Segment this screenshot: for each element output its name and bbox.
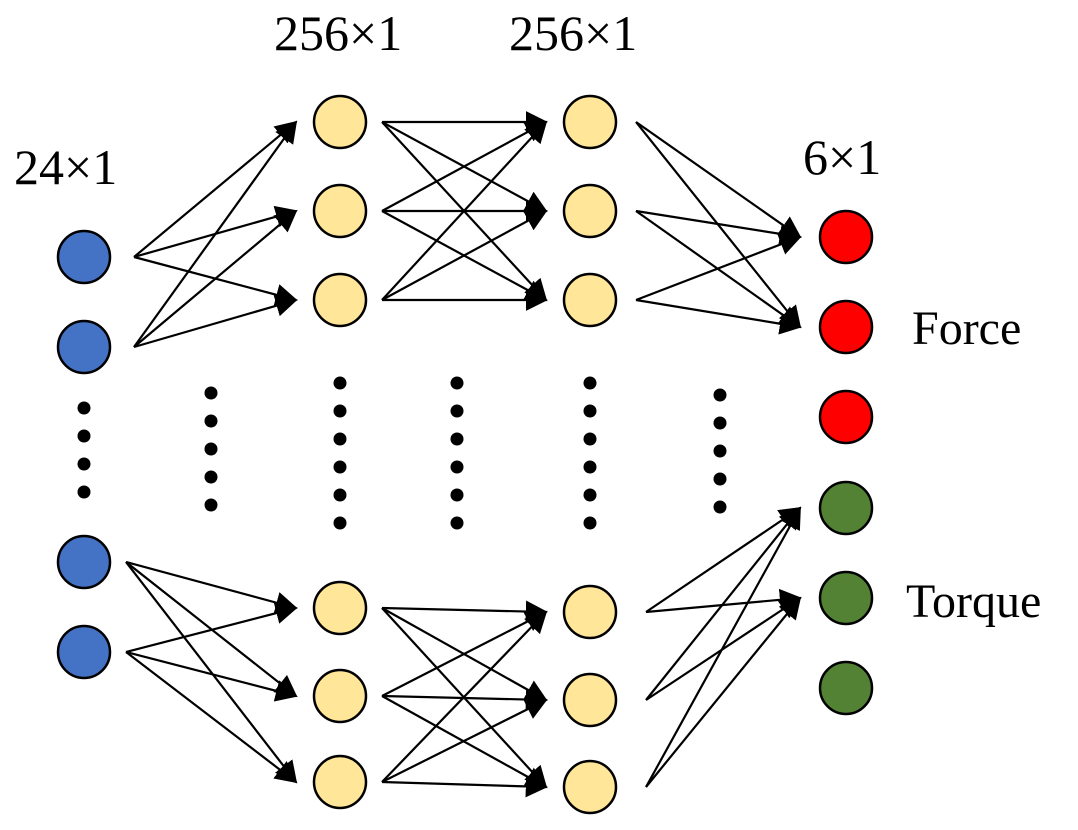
edge-input-hidden1 xyxy=(133,120,298,348)
edge-input-hidden1 xyxy=(125,560,298,614)
edge-hidden1-hidden2 xyxy=(381,120,548,301)
output-torque-node xyxy=(818,480,874,536)
ellipsis-dot xyxy=(333,376,347,390)
ellipsis-dot xyxy=(450,376,464,390)
hidden1-layer-size-label: 256×1 xyxy=(274,5,403,61)
edge-hidden2-output xyxy=(635,209,802,245)
input-node xyxy=(56,229,112,285)
edge-hidden2-output xyxy=(645,506,802,701)
ellipsis-dot xyxy=(204,442,218,456)
ellipsis-dot xyxy=(77,485,91,499)
force-group-label: Force xyxy=(912,302,1022,355)
edge-input-hidden1 xyxy=(133,209,298,348)
output-force-node xyxy=(818,299,874,355)
ellipsis-dots xyxy=(77,376,727,530)
input-node xyxy=(56,624,112,680)
edge-hidden1-hidden2 xyxy=(381,210,548,301)
input-layer-size-label: 24×1 xyxy=(14,139,118,195)
hidden1-node xyxy=(312,183,368,239)
edge-input-hidden1 xyxy=(125,650,298,702)
ellipsis-dot xyxy=(333,404,347,418)
ellipsis-dot xyxy=(77,457,91,471)
edge-input-hidden1 xyxy=(125,602,298,654)
ellipsis-dot xyxy=(583,432,597,446)
hidden1-node xyxy=(312,272,368,328)
edge-input-hidden1 xyxy=(133,120,298,258)
hidden1-node xyxy=(312,754,368,810)
hidden2-node xyxy=(562,94,618,150)
hidden1-node xyxy=(312,94,368,150)
edge-input-hidden1 xyxy=(133,295,298,349)
edge-hidden2-output xyxy=(645,506,801,788)
ellipsis-dot xyxy=(713,388,727,402)
output-torque-node xyxy=(818,570,874,626)
ellipsis-dot xyxy=(450,404,464,418)
ellipsis-dot xyxy=(204,386,218,400)
hidden2-node xyxy=(562,759,618,815)
edge-hidden1-hidden2 xyxy=(381,775,548,798)
ellipsis-dot xyxy=(333,432,347,446)
ellipsis-dot xyxy=(713,416,727,430)
edge-hidden1-hidden2 xyxy=(381,699,548,783)
ellipsis-dot xyxy=(583,488,597,502)
ellipsis-dot xyxy=(583,376,597,390)
edge-hidden2-output xyxy=(645,506,802,613)
ellipsis-dot xyxy=(450,460,464,474)
hidden1-node xyxy=(312,668,368,724)
input-node xyxy=(56,534,112,590)
hidden2-node xyxy=(562,272,618,328)
ellipsis-dot xyxy=(713,444,727,458)
ellipsis-dot xyxy=(583,516,597,530)
hidden2-node xyxy=(562,672,618,728)
ellipsis-dot xyxy=(333,460,347,474)
connection-edges xyxy=(125,111,802,798)
ellipsis-dot xyxy=(450,488,464,502)
ellipsis-dot xyxy=(713,472,727,486)
edge-hidden1-hidden2 xyxy=(381,600,548,623)
edge-input-hidden1 xyxy=(125,561,298,784)
torque-group-label: Torque xyxy=(906,575,1042,628)
edge-input-hidden1 xyxy=(125,651,298,784)
ellipsis-dot xyxy=(583,460,597,474)
hidden2-layer-size-label: 256×1 xyxy=(509,5,638,61)
neuron-nodes xyxy=(56,94,874,815)
edge-hidden2-output xyxy=(635,121,802,239)
ellipsis-dot xyxy=(450,516,464,530)
edge-hidden1-hidden2 xyxy=(381,610,548,783)
edge-hidden1-hidden2 xyxy=(381,611,548,697)
hidden1-node xyxy=(312,580,368,636)
edge-hidden2-output xyxy=(635,233,802,302)
ellipsis-dot xyxy=(450,432,464,446)
edge-hidden1-hidden2 xyxy=(381,121,548,212)
ellipsis-dot xyxy=(583,404,597,418)
ellipsis-dot xyxy=(204,498,218,512)
output-layer-size-label: 6×1 xyxy=(803,129,882,185)
edge-hidden2-output xyxy=(645,596,802,788)
ellipsis-dot xyxy=(333,488,347,502)
output-force-node xyxy=(818,209,874,265)
ellipsis-dot xyxy=(713,500,727,514)
hidden2-node xyxy=(562,183,618,239)
ellipsis-dot xyxy=(204,414,218,428)
ellipsis-dot xyxy=(77,401,91,415)
ellipsis-dot xyxy=(333,516,347,530)
ellipsis-dot xyxy=(77,429,91,443)
edge-hidden2-output xyxy=(635,298,802,335)
hidden2-node xyxy=(562,584,618,640)
output-torque-node xyxy=(818,660,874,716)
input-node xyxy=(56,319,112,375)
output-force-node xyxy=(818,389,874,445)
ellipsis-dot xyxy=(204,470,218,484)
